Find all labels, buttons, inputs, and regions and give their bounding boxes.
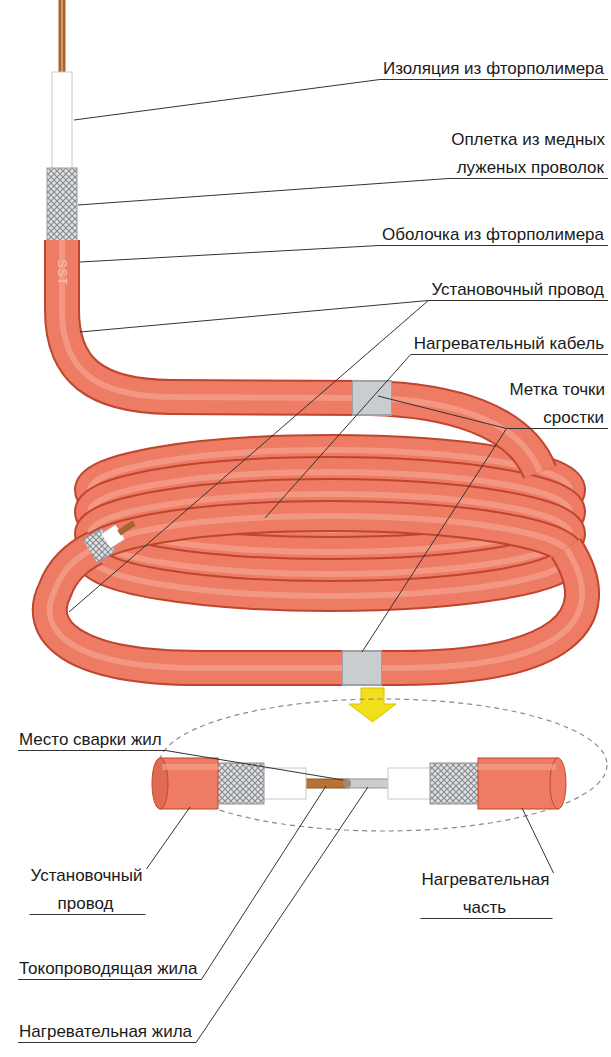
installation-wire-lower [50,548,582,668]
heating-part-jacket [478,758,558,809]
cable-outline [62,240,540,472]
braid-right [430,763,482,804]
label-underline [30,914,146,915]
part-label: Установочный провод [16,862,156,918]
insulation-outline [106,532,120,541]
leader-line [146,807,190,869]
splice-mark-face [343,652,381,684]
cable-jacket [90,516,570,596]
label-text: Метка точки сростки [509,380,605,427]
tinned-copper-braid [47,168,77,244]
leader-line [265,355,411,519]
label-underline [379,245,608,246]
leader-line [80,246,379,263]
part-label: Токопроводящая жила [18,955,248,983]
part-label: Изоляция из фторполимера [315,55,605,83]
leader-line [74,80,380,121]
label-underline [411,354,608,355]
label-text: Оплетка из медных луженых проволок [450,130,605,177]
copper-core-highlight [61,0,63,80]
splice-mark [342,650,382,686]
leader-line [362,429,507,653]
label-underline [18,750,166,751]
label-text: Нагревательная часть [420,870,549,917]
cable-end-upper [47,0,77,244]
label-underline [448,178,608,179]
part-label: Оболочка из фторполимера [315,221,605,249]
label-underline [507,428,608,429]
label-underline [420,918,552,919]
label-text: SST [55,259,69,287]
heating-cable-coil [90,450,570,596]
part-label: Нагревательный кабель [355,330,605,358]
cable-outline [50,548,582,668]
copper-core [59,0,66,80]
braid-outline [90,540,108,551]
label-underline [428,300,608,301]
jacket-highlight [162,764,218,770]
cable-highlight [90,516,570,596]
cable-outline [90,516,570,596]
inset-outline [159,699,607,831]
zoom-arrow [349,688,396,722]
label-text: Место сварки жил [18,730,163,749]
label-text: Нагревательный кабель [413,334,605,353]
insulation-right [388,768,432,799]
copper-core [119,523,134,533]
part-label: Нагревательная жила [18,1018,248,1046]
leader-line [196,787,368,1043]
cable-end-lower [90,523,134,551]
braid-left [214,763,264,804]
cable-jacket [62,240,540,472]
leader-line [201,786,326,980]
leader-line [78,179,448,206]
label-text: Оболочка из фторполимера [381,225,605,244]
leader-line [69,301,428,613]
tinned-copper-braid [90,540,108,551]
label-underline [18,979,201,980]
label-text: Установочный провод [430,280,605,299]
fluoropolymer-insulation [106,532,120,541]
weld-point [343,780,351,788]
installation-wire-jacket [160,758,218,809]
cable-highlight [50,548,582,668]
leader-line [80,301,428,333]
label-text: Установочный провод [30,866,143,913]
splice-section [152,758,566,809]
cable-jacket [50,548,582,668]
label-text: Токопроводящая жила [18,959,198,978]
leader-line [378,396,507,429]
label-underline [18,1042,196,1043]
part-label: Метка точки сростки [487,376,605,432]
heating-core [346,779,390,788]
jacket-highlight [478,764,556,770]
leader-line [522,808,554,873]
label-text: Изоляция из фторполимера [382,59,605,78]
cable-highlight [62,240,540,472]
part-label: Установочный провод [355,276,605,304]
part-label: Оплетка из медных луженых проволок [415,126,605,182]
fluoropolymer-insulation [52,72,72,172]
label-underline [380,79,608,80]
part-label: Нагревательная часть [400,866,570,922]
cable-marking: SST [55,259,70,285]
part-label: Место сварки жил [18,726,238,754]
installation-wire-upper [62,240,540,472]
label-text: Нагревательная жила [18,1022,193,1041]
leader-line [166,751,343,781]
